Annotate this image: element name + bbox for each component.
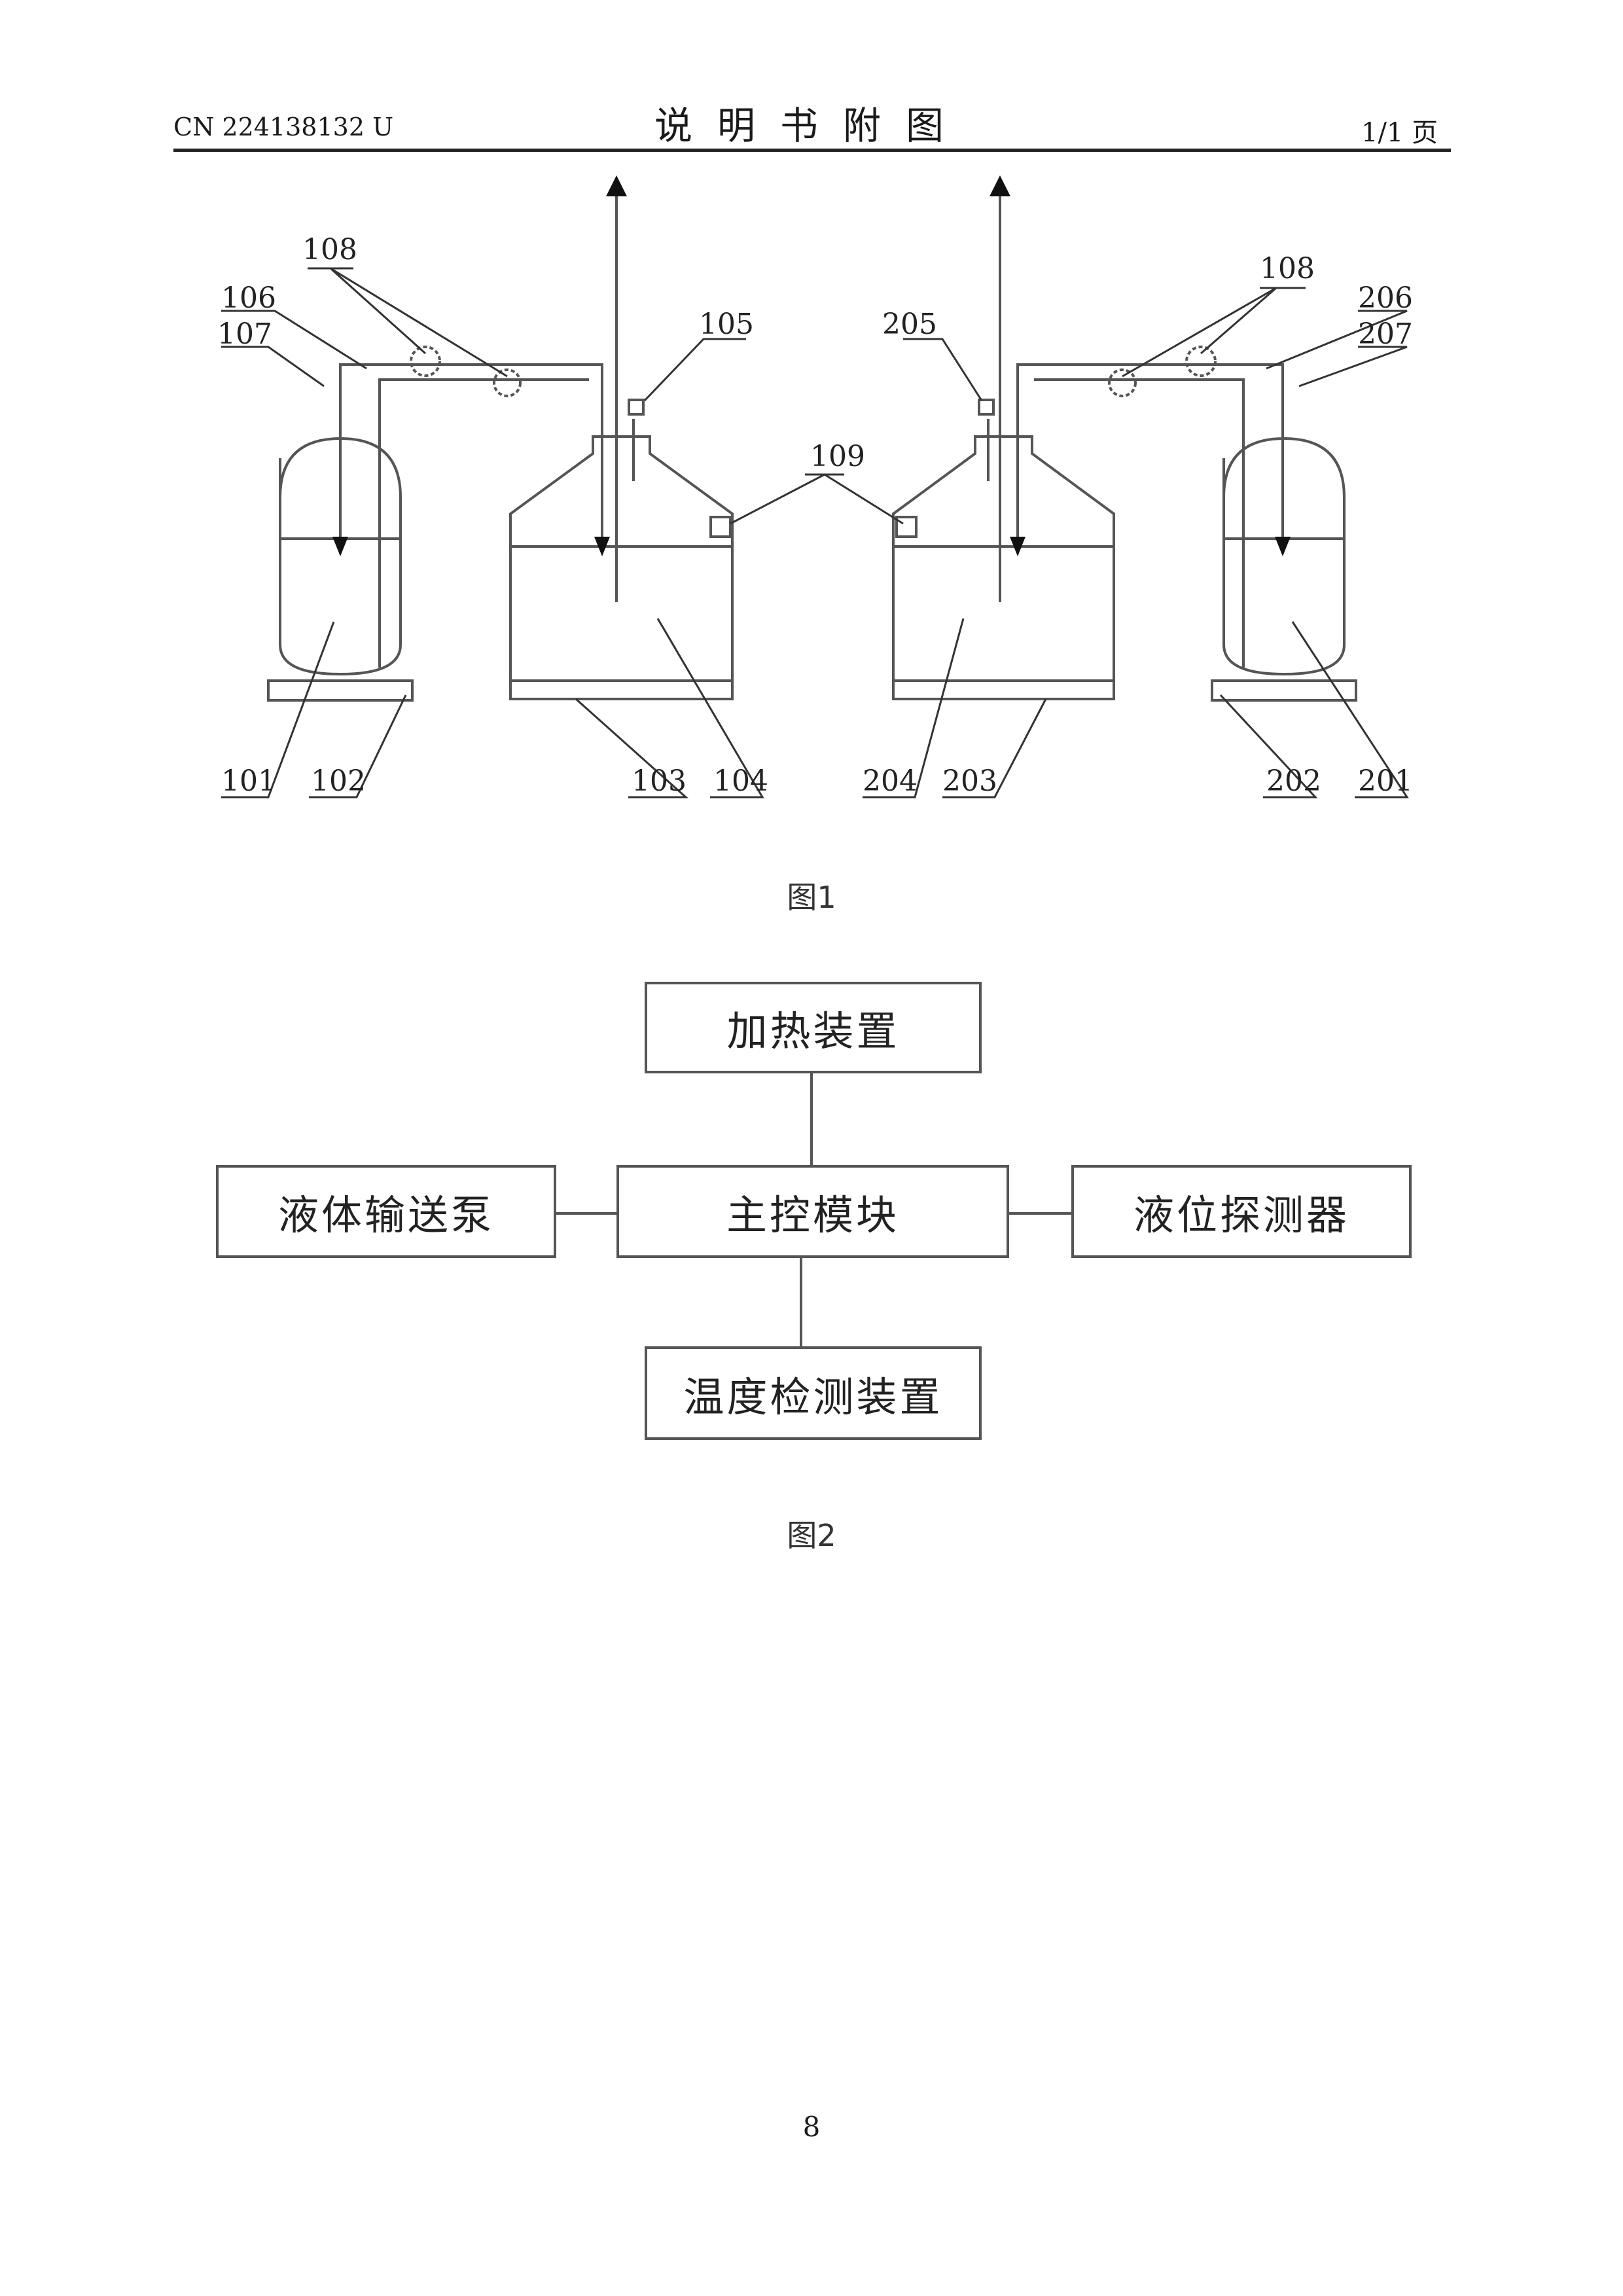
label-107: 107 — [217, 317, 272, 351]
label-104: 104 — [713, 764, 768, 798]
connector-temperature — [800, 1258, 802, 1346]
flow-arrow-201 — [1275, 537, 1291, 556]
label-204: 204 — [863, 764, 918, 798]
pump-108-right-a — [1109, 370, 1135, 396]
label-108-right: 108 — [1260, 252, 1315, 285]
liquid-pump-box: 液体输送泵 — [216, 1165, 556, 1258]
label-109: 109 — [810, 440, 865, 473]
leader-105 — [645, 339, 746, 401]
heating-device-box: 加热装置 — [645, 982, 982, 1073]
label-102: 102 — [311, 764, 366, 798]
label-203: 203 — [942, 764, 997, 798]
label-106: 106 — [221, 281, 276, 315]
pipe-207 — [1034, 380, 1243, 668]
leader-207 — [1299, 347, 1407, 386]
label-205: 205 — [882, 308, 937, 341]
pump-108-left-a — [411, 347, 440, 376]
label-105: 105 — [699, 308, 754, 341]
leader-108-left — [308, 268, 507, 376]
label-108-left: 108 — [302, 233, 357, 266]
tank-204 — [893, 437, 1114, 681]
figure-2-caption: 图2 — [0, 1512, 1623, 1555]
pump-108-left-b — [494, 370, 520, 396]
outlet-arrow-left — [606, 175, 627, 196]
level-detector-box: 液位探测器 — [1071, 1165, 1412, 1258]
outlet-arrow-right — [990, 175, 1010, 196]
main-control-box: 主控模块 — [616, 1165, 1009, 1258]
base-202 — [1212, 681, 1356, 700]
figure-1-caption: 图1 — [0, 874, 1623, 917]
label-101: 101 — [221, 764, 276, 798]
tank-104 — [510, 437, 732, 681]
label-207: 207 — [1358, 317, 1413, 351]
sensor-109-left — [711, 517, 730, 537]
base-102 — [268, 681, 412, 700]
connector-pump — [556, 1212, 616, 1215]
label-103: 103 — [632, 764, 687, 798]
label-202: 202 — [1266, 764, 1321, 798]
leader-109 — [730, 475, 903, 524]
flow-arrow-101 — [332, 537, 348, 556]
figure-1-schematic: 108 106 107 105 205 109 108 206 207 101 … — [0, 0, 1623, 851]
pump-108-right-b — [1186, 347, 1215, 376]
base-203 — [893, 681, 1114, 699]
temperature-detector-box: 温度检测装置 — [645, 1346, 982, 1440]
label-201: 201 — [1358, 764, 1413, 798]
leader-205 — [903, 339, 982, 401]
page-number: 8 — [0, 2111, 1623, 2143]
sensor-109-right — [897, 517, 916, 537]
pipe-107 — [380, 380, 589, 668]
label-206: 206 — [1358, 281, 1413, 315]
sensor-205 — [979, 400, 993, 414]
connector-heating — [810, 1073, 813, 1165]
connector-level — [1009, 1212, 1071, 1215]
leader-107 — [221, 347, 324, 386]
sensor-105 — [629, 400, 643, 414]
